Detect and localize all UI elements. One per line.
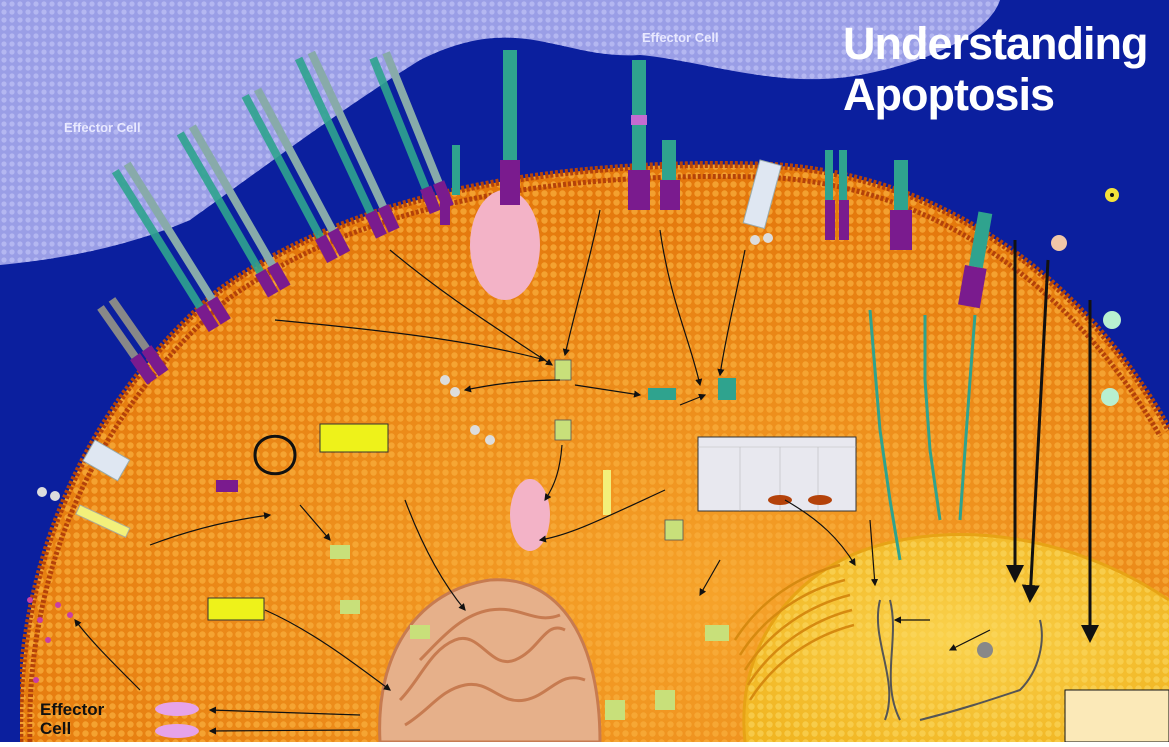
ligand: [1051, 235, 1067, 251]
legend-panel: [1065, 690, 1169, 742]
nucleolus: [977, 642, 993, 658]
ligand: [1101, 388, 1119, 406]
callout-box: [320, 424, 388, 452]
vesicle: [470, 190, 540, 300]
effector-cell-label-left: Effector Cell: [64, 120, 141, 135]
vesicle: [510, 479, 550, 551]
title-line-1: Understanding: [843, 21, 1148, 67]
effector-molecule: [155, 702, 199, 716]
effector-cell-label-bottom-2: Cell: [40, 719, 71, 738]
effector-cell-label-top: Effector Cell: [642, 30, 719, 45]
title-line-2: Apoptosis: [843, 72, 1054, 118]
effector-molecule: [155, 724, 199, 738]
radiation-icon: [1105, 188, 1119, 202]
ligand: [1103, 311, 1121, 329]
callout-box: [208, 598, 264, 620]
effector-cell-label-bottom-1: Effector: [40, 700, 104, 719]
